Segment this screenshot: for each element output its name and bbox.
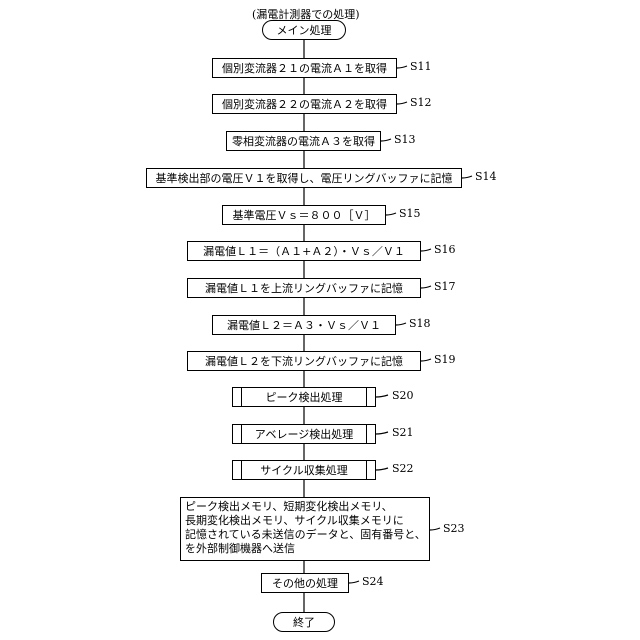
step-s11-label: S11 <box>410 60 432 73</box>
step-s15: 基準電圧Ｖｓ＝８００［Ｖ］ <box>222 205 386 225</box>
leader-s22 <box>376 468 388 470</box>
leader-s16 <box>421 249 431 251</box>
step-s12-label: S12 <box>410 96 432 109</box>
step-s16-text: 漏電値Ｌ１＝（Ａ１+Ａ２）・Ｖｓ／Ｖ１ <box>203 243 405 259</box>
step-s22: サイクル収集処理 <box>232 460 376 480</box>
step-s20-label: S20 <box>392 389 414 402</box>
step-s12-text: 個別変流器２２の電流Ａ２を取得 <box>222 96 387 112</box>
step-s12: 個別変流器２２の電流Ａ２を取得 <box>212 94 397 114</box>
step-s19: 漏電値Ｌ２を下流リングバッファに記憶 <box>187 351 421 371</box>
step-s22-label: S22 <box>392 462 414 475</box>
step-s22-text: サイクル収集処理 <box>260 462 347 478</box>
step-s13-text: 零相変流器の電流Ａ３を取得 <box>232 133 375 149</box>
step-s15-label: S15 <box>399 207 421 220</box>
step-s23-line-2: 長期変化検出メモリ、サイクル収集メモリに <box>185 514 425 528</box>
step-s17: 漏電値Ｌ１を上流リングバッファに記憶 <box>187 278 421 298</box>
step-s16: 漏電値Ｌ１＝（Ａ１+Ａ２）・Ｖｓ／Ｖ１ <box>187 241 421 261</box>
step-s21: アベレージ検出処理 <box>232 424 376 444</box>
step-s13: 零相変流器の電流Ａ３を取得 <box>226 131 381 151</box>
leader-s18 <box>396 323 406 325</box>
leader-s23 <box>430 528 440 530</box>
end-label: 終了 <box>293 614 315 630</box>
leader-s15 <box>386 213 396 215</box>
step-s24-text: その他の処理 <box>272 575 338 591</box>
step-s11-text: 個別変流器２１の電流Ａ１を取得 <box>222 60 387 76</box>
leader-s14 <box>462 176 472 178</box>
step-s23-line-1: ピーク検出メモリ、短期変化検出メモリ、 <box>185 500 425 514</box>
step-s13-label: S13 <box>394 133 416 146</box>
step-s15-text: 基準電圧Ｖｓ＝８００［Ｖ］ <box>233 207 376 223</box>
step-s18-text: 漏電値Ｌ２＝Ａ３・Ｖｓ／Ｖ１ <box>227 317 381 333</box>
step-s24: その他の処理 <box>261 573 349 593</box>
leader-s24 <box>349 581 359 583</box>
step-s14-text: 基準検出部の電圧Ｖ１を取得し、電圧リングバッファに記憶 <box>156 170 453 186</box>
step-s23-label: S23 <box>443 522 465 535</box>
step-s11: 個別変流器２１の電流Ａ１を取得 <box>212 58 397 78</box>
step-s17-text: 漏電値Ｌ１を上流リングバッファに記憶 <box>205 280 403 296</box>
start-terminal: メイン処理 <box>262 20 346 40</box>
step-s20: ピーク検出処理 <box>232 387 376 407</box>
leader-s13 <box>381 139 391 141</box>
step-s23-line-3: 記憶されている未送信のデータと、固有番号と、 <box>185 528 425 542</box>
step-s17-label: S17 <box>434 280 456 293</box>
step-s14: 基準検出部の電圧Ｖ１を取得し、電圧リングバッファに記憶 <box>146 168 462 188</box>
leader-s12 <box>397 102 407 104</box>
step-s23-line-4: を外部制御機器へ送信 <box>185 542 425 556</box>
step-s18-label: S18 <box>409 317 431 330</box>
leader-s19 <box>421 359 431 361</box>
step-s23: ピーク検出メモリ、短期変化検出メモリ、 長期変化検出メモリ、サイクル収集メモリに… <box>180 497 430 561</box>
end-terminal: 終了 <box>273 612 335 632</box>
step-s19-text: 漏電値Ｌ２を下流リングバッファに記憶 <box>205 353 403 369</box>
step-s18: 漏電値Ｌ２＝Ａ３・Ｖｓ／Ｖ１ <box>212 315 396 335</box>
leader-s21 <box>376 432 388 434</box>
step-s20-text: ピーク検出処理 <box>266 389 343 405</box>
step-s21-label: S21 <box>392 426 414 439</box>
step-s21-text: アベレージ検出処理 <box>255 426 354 442</box>
step-s14-label: S14 <box>475 170 497 183</box>
leader-s20 <box>376 395 388 397</box>
start-label: メイン処理 <box>277 22 332 38</box>
step-s24-label: S24 <box>362 575 384 588</box>
step-s16-label: S16 <box>434 243 456 256</box>
leader-s11 <box>397 66 407 68</box>
step-s19-label: S19 <box>434 353 456 366</box>
leader-s17 <box>421 286 431 288</box>
